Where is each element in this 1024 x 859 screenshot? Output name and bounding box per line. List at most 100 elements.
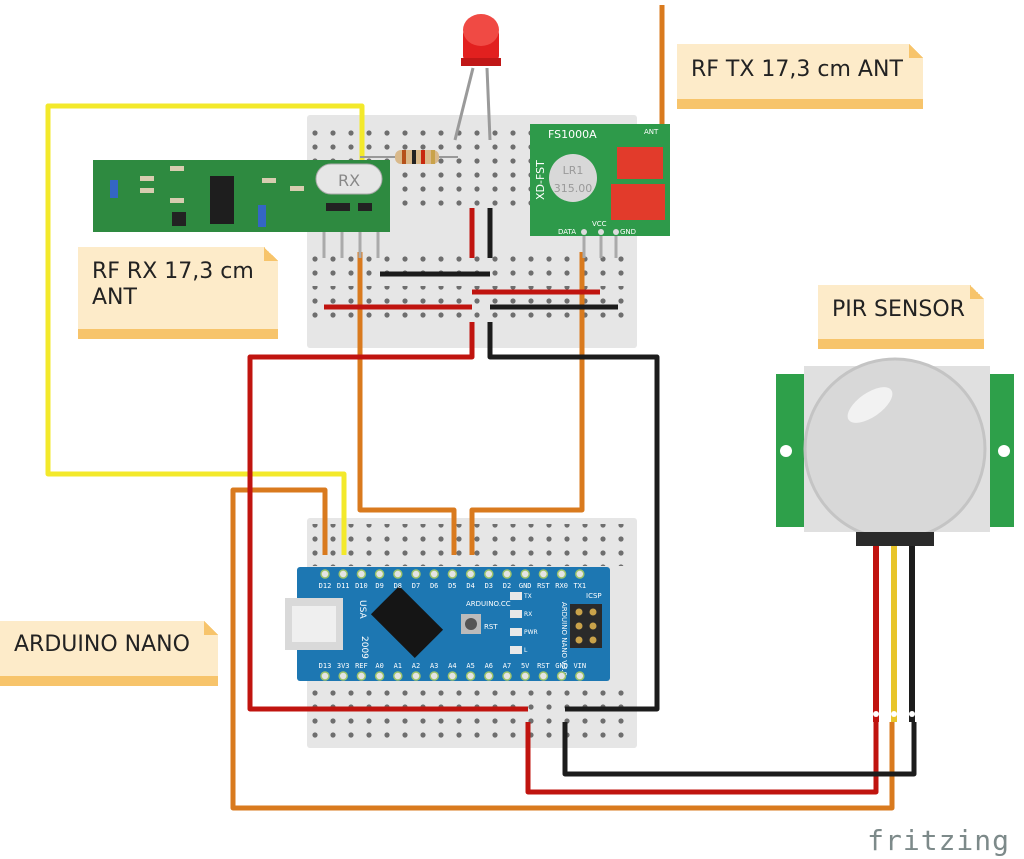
tx-pin-gnd: GND xyxy=(620,228,636,236)
rf-tx-module: FS1000A ANT XD-FST LR1 315.00 DATA VCC G… xyxy=(530,124,670,258)
nano-bottom-pin-label-a1: A1 xyxy=(394,662,402,670)
nano-bottom-pin-pad-a6 xyxy=(484,671,494,681)
tx-side-label: XD-FST xyxy=(534,160,547,200)
wire-black-pir-gnd xyxy=(562,722,917,777)
nano-bottom-pin-pad-a3 xyxy=(429,671,439,681)
wire-red-5v-rail xyxy=(247,322,528,712)
nano-bottom-pin-pad-vin xyxy=(575,671,585,681)
tx-chip-bottom: 315.00 xyxy=(554,182,593,195)
nano-bottom-pin-label-3v3: 3V3 xyxy=(337,662,350,670)
nano-top-pin-pad-tx1 xyxy=(575,569,585,579)
wire-black-gnd-rail xyxy=(487,322,660,712)
wires xyxy=(45,5,917,811)
tx-chip-top: LR1 xyxy=(563,164,584,177)
nano-bottom-pin-pad-gnd xyxy=(556,671,567,681)
note-pir: PIR SENSOR xyxy=(818,285,984,349)
nano-top-pin-label-d4: D4 xyxy=(466,582,474,590)
nano-bottom-pin-pad-a5 xyxy=(465,671,476,681)
nano-top-pin-label-tx1: TX1 xyxy=(573,582,586,590)
nano-bottom-pin-pad-d13 xyxy=(320,671,330,681)
wire-orange-rx-d12 xyxy=(357,252,457,555)
nano-top-pin-row: D12 D11 D10 D9 D8 D7 D6 D5 D4 D3 D2 GND RST RX0 TX1 xyxy=(319,569,586,590)
arduino-nano: USA 2009 ARDUINO.CC ARDUINO NANO V3.0 RS… xyxy=(285,567,610,681)
nano-top-pin-label-d12: D12 xyxy=(319,582,332,590)
note-pir-text: PIR SENSOR xyxy=(832,297,965,322)
nano-usa: USA xyxy=(357,600,367,619)
nano-bottom-pin-label-gnd: GND xyxy=(555,662,568,670)
nano-bottom-pin-pad-a0 xyxy=(374,671,385,681)
nano-bottom-pin-label-a7: A7 xyxy=(503,662,511,670)
wire-orange-pir-d12 xyxy=(230,487,895,811)
nano-top-pin-label-d3: D3 xyxy=(485,582,493,590)
nano-top-pin-pad-rst xyxy=(538,569,549,579)
pir-sensor xyxy=(776,357,1014,722)
wire-yellow-rx-data xyxy=(45,103,365,555)
nano-bottom-pin-label-vin: VIN xyxy=(573,662,586,670)
nano-top-pin-label-d5: D5 xyxy=(448,582,456,590)
nano-bottom-pin-pad-5v xyxy=(520,671,530,681)
red-led xyxy=(453,14,501,141)
nano-top-pin-pad-d12 xyxy=(320,569,330,579)
nano-top-pin-label-d6: D6 xyxy=(430,582,438,590)
nano-bottom-pin-pad-ref xyxy=(356,671,367,681)
nano-bottom-pin-pad-a4 xyxy=(447,671,458,681)
nano-top-pin-label-d7: D7 xyxy=(412,582,420,590)
nano-top-pin-label-rst: RST xyxy=(537,582,550,590)
nano-top-pin-label-d8: D8 xyxy=(394,582,402,590)
nano-bottom-pin-pad-3v3 xyxy=(338,671,348,681)
nano-bottom-pin-label-a5: A5 xyxy=(466,662,474,670)
note-rf-rx: RF RX 17,3 cm ANT xyxy=(78,247,278,339)
resistor xyxy=(360,150,458,164)
nano-bottom-pin-pad-a2 xyxy=(411,671,421,681)
nano-bottom-pin-label-a0: A0 xyxy=(375,662,383,670)
nano-top-pin-pad-d9 xyxy=(374,569,385,579)
note-arduino-text: ARDUINO NANO xyxy=(14,632,190,657)
nano-top-pin-label-gnd: GND xyxy=(519,582,532,590)
nano-bottom-pin-label-a6: A6 xyxy=(485,662,493,670)
nano-icsp: ICSP xyxy=(586,592,602,600)
nano-bottom-pin-label-a2: A2 xyxy=(412,662,420,670)
nano-top-pin-pad-d2 xyxy=(502,569,512,579)
nano-bottom-pin-pad-a1 xyxy=(393,671,403,681)
nano-top-pin-pad-rx0 xyxy=(556,569,567,579)
nano-bottom-pin-label-a3: A3 xyxy=(430,662,438,670)
nano-bottom-pin-pad-a7 xyxy=(502,671,512,681)
nano-bottom-pin-label-d13: D13 xyxy=(319,662,332,670)
nano-model: ARDUINO NANO V3.0 xyxy=(560,602,568,676)
nano-top-pin-label-d2: D2 xyxy=(503,582,511,590)
nano-led-labels: TX RX PWR L xyxy=(523,593,538,654)
nano-top-pin-pad-d10 xyxy=(356,569,367,579)
nano-top-pin-pad-d8 xyxy=(393,569,403,579)
rx-module-label: RX xyxy=(338,171,360,190)
nano-top-pin-label-d11: D11 xyxy=(337,582,350,590)
nano-led-l: L xyxy=(524,647,528,654)
nano-rst: RST xyxy=(484,623,498,631)
nano-year: 2009 xyxy=(359,636,369,659)
nano-top-pin-pad-d6 xyxy=(429,569,439,579)
wire-red-pir-vcc xyxy=(525,722,879,795)
nano-led-pwr: PWR xyxy=(524,629,538,636)
nano-brand: ARDUINO.CC xyxy=(466,600,511,608)
nano-top-pin-label-rx0: RX0 xyxy=(555,582,568,590)
tx-module-name: FS1000A xyxy=(548,128,597,141)
note-rf-rx-text: RF RX 17,3 cm ANT xyxy=(92,259,254,311)
note-arduino: ARDUINO NANO xyxy=(0,621,218,686)
nano-led-rx: RX xyxy=(524,611,532,618)
nano-top-pin-label-d9: D9 xyxy=(375,582,383,590)
nano-bottom-pin-label-rst: RST xyxy=(537,662,550,670)
note-rf-tx-text: RF TX 17,3 cm ANT xyxy=(691,57,903,82)
nano-bottom-pin-label-5v: 5V xyxy=(521,662,530,670)
nano-top-pin-pad-d11 xyxy=(338,569,348,579)
nano-top-pin-pad-gnd xyxy=(520,569,530,579)
tx-pin-data: DATA xyxy=(558,228,576,236)
nano-top-pin-label-d10: D10 xyxy=(355,582,368,590)
nano-top-pin-pad-d5 xyxy=(447,569,458,579)
nano-top-pin-pad-d7 xyxy=(411,569,421,579)
nano-bottom-pin-label-a4: A4 xyxy=(448,662,456,670)
rf-rx-module: RX xyxy=(93,160,390,258)
nano-bottom-pin-label-ref: REF xyxy=(355,662,368,670)
tx-ant-label: ANT xyxy=(644,128,659,136)
nano-top-pin-pad-d4 xyxy=(465,569,476,579)
wire-orange-tx-d4 xyxy=(469,252,585,555)
